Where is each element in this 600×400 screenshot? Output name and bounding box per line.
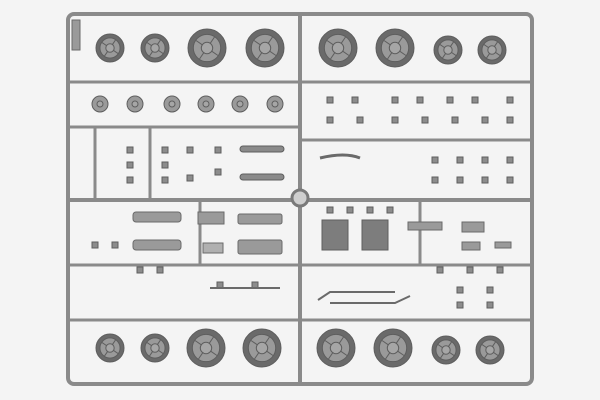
part-plate-4 [494,241,512,249]
small-part-10 [391,116,399,124]
small-part-8 [326,116,334,124]
tire-top-3 [187,28,227,68]
tire-bottom-8 [475,335,505,365]
hub-3 [163,95,181,113]
small-part-34 [111,241,119,249]
small-part-41 [366,206,374,214]
small-part-31 [214,146,222,154]
small-part-1 [326,96,334,104]
tire-top-6 [375,28,415,68]
hub-5 [231,95,249,113]
small-part-43 [436,266,444,274]
small-part-13 [481,116,489,124]
part-wire-3 [319,153,361,160]
small-part-15 [431,156,439,164]
small-part-5 [446,96,454,104]
small-part-40 [346,206,354,214]
small-part-32 [214,168,222,176]
part-long-bar-1 [132,211,182,223]
small-part-27 [126,176,134,184]
tire-top-4 [245,28,285,68]
small-part-26 [161,161,169,169]
small-part-28 [161,176,169,184]
small-part-17 [481,156,489,164]
tire-top-8 [477,35,507,65]
part-wire-1 [317,291,395,301]
small-part-20 [456,176,464,184]
small-part-46 [456,286,464,294]
part-wire-2 [330,295,411,304]
part-panel-1 [321,219,349,251]
tire-bottom-6 [373,328,413,368]
part-axle-2 [239,173,285,181]
part-axle-1 [239,145,285,153]
hub-4 [197,95,215,113]
outer-runner [66,12,534,386]
small-part-48 [456,301,464,309]
small-part-47 [486,286,494,294]
tire-top-5 [318,28,358,68]
hub-6 [266,95,284,113]
part-panel-2 [361,219,389,251]
small-part-35 [136,266,144,274]
small-part-11 [421,116,429,124]
small-part-9 [356,116,364,124]
tire-bottom-7 [431,335,461,365]
small-part-7 [506,96,514,104]
hub-2 [126,95,144,113]
small-part-16 [456,156,464,164]
small-part-3 [391,96,399,104]
small-part-30 [186,174,194,182]
small-part-23 [126,146,134,154]
small-part-33 [91,241,99,249]
small-part-25 [126,161,134,169]
small-part-4 [416,96,424,104]
small-part-29 [186,146,194,154]
tire-top-7 [433,35,463,65]
small-parts [91,96,514,309]
small-part-36 [156,266,164,274]
small-part-18 [506,156,514,164]
small-part-6 [471,96,479,104]
tire-bottom-3 [186,328,226,368]
small-part-45 [496,266,504,274]
tire-bottom-4 [242,328,282,368]
small-part-2 [351,96,359,104]
small-part-22 [506,176,514,184]
hub-row [91,95,284,113]
part-tab-left [71,19,81,51]
tire-top-2 [140,33,170,63]
small-part-21 [481,176,489,184]
part-block-1 [197,211,225,225]
sprue-gate [290,188,310,208]
tire-bottom-5 [316,328,356,368]
small-part-24 [161,146,169,154]
part-block-4 [202,242,224,254]
part-plate-2 [461,221,485,233]
tire-bottom-2 [140,333,170,363]
tire-top-1 [95,33,125,63]
small-part-49 [486,301,494,309]
small-part-12 [451,116,459,124]
part-block-2 [237,213,283,225]
small-part-14 [506,116,514,124]
part-long-bar-2 [132,239,182,251]
tire-bottom-1 [95,333,125,363]
small-part-19 [431,176,439,184]
hub-1 [91,95,109,113]
small-part-39 [326,206,334,214]
tires-top-row [95,28,507,68]
part-plate-1 [407,221,443,231]
small-part-42 [386,206,394,214]
small-part-44 [466,266,474,274]
part-block-3 [237,239,283,255]
tires-bottom-row [95,328,505,368]
part-plate-3 [461,241,481,251]
